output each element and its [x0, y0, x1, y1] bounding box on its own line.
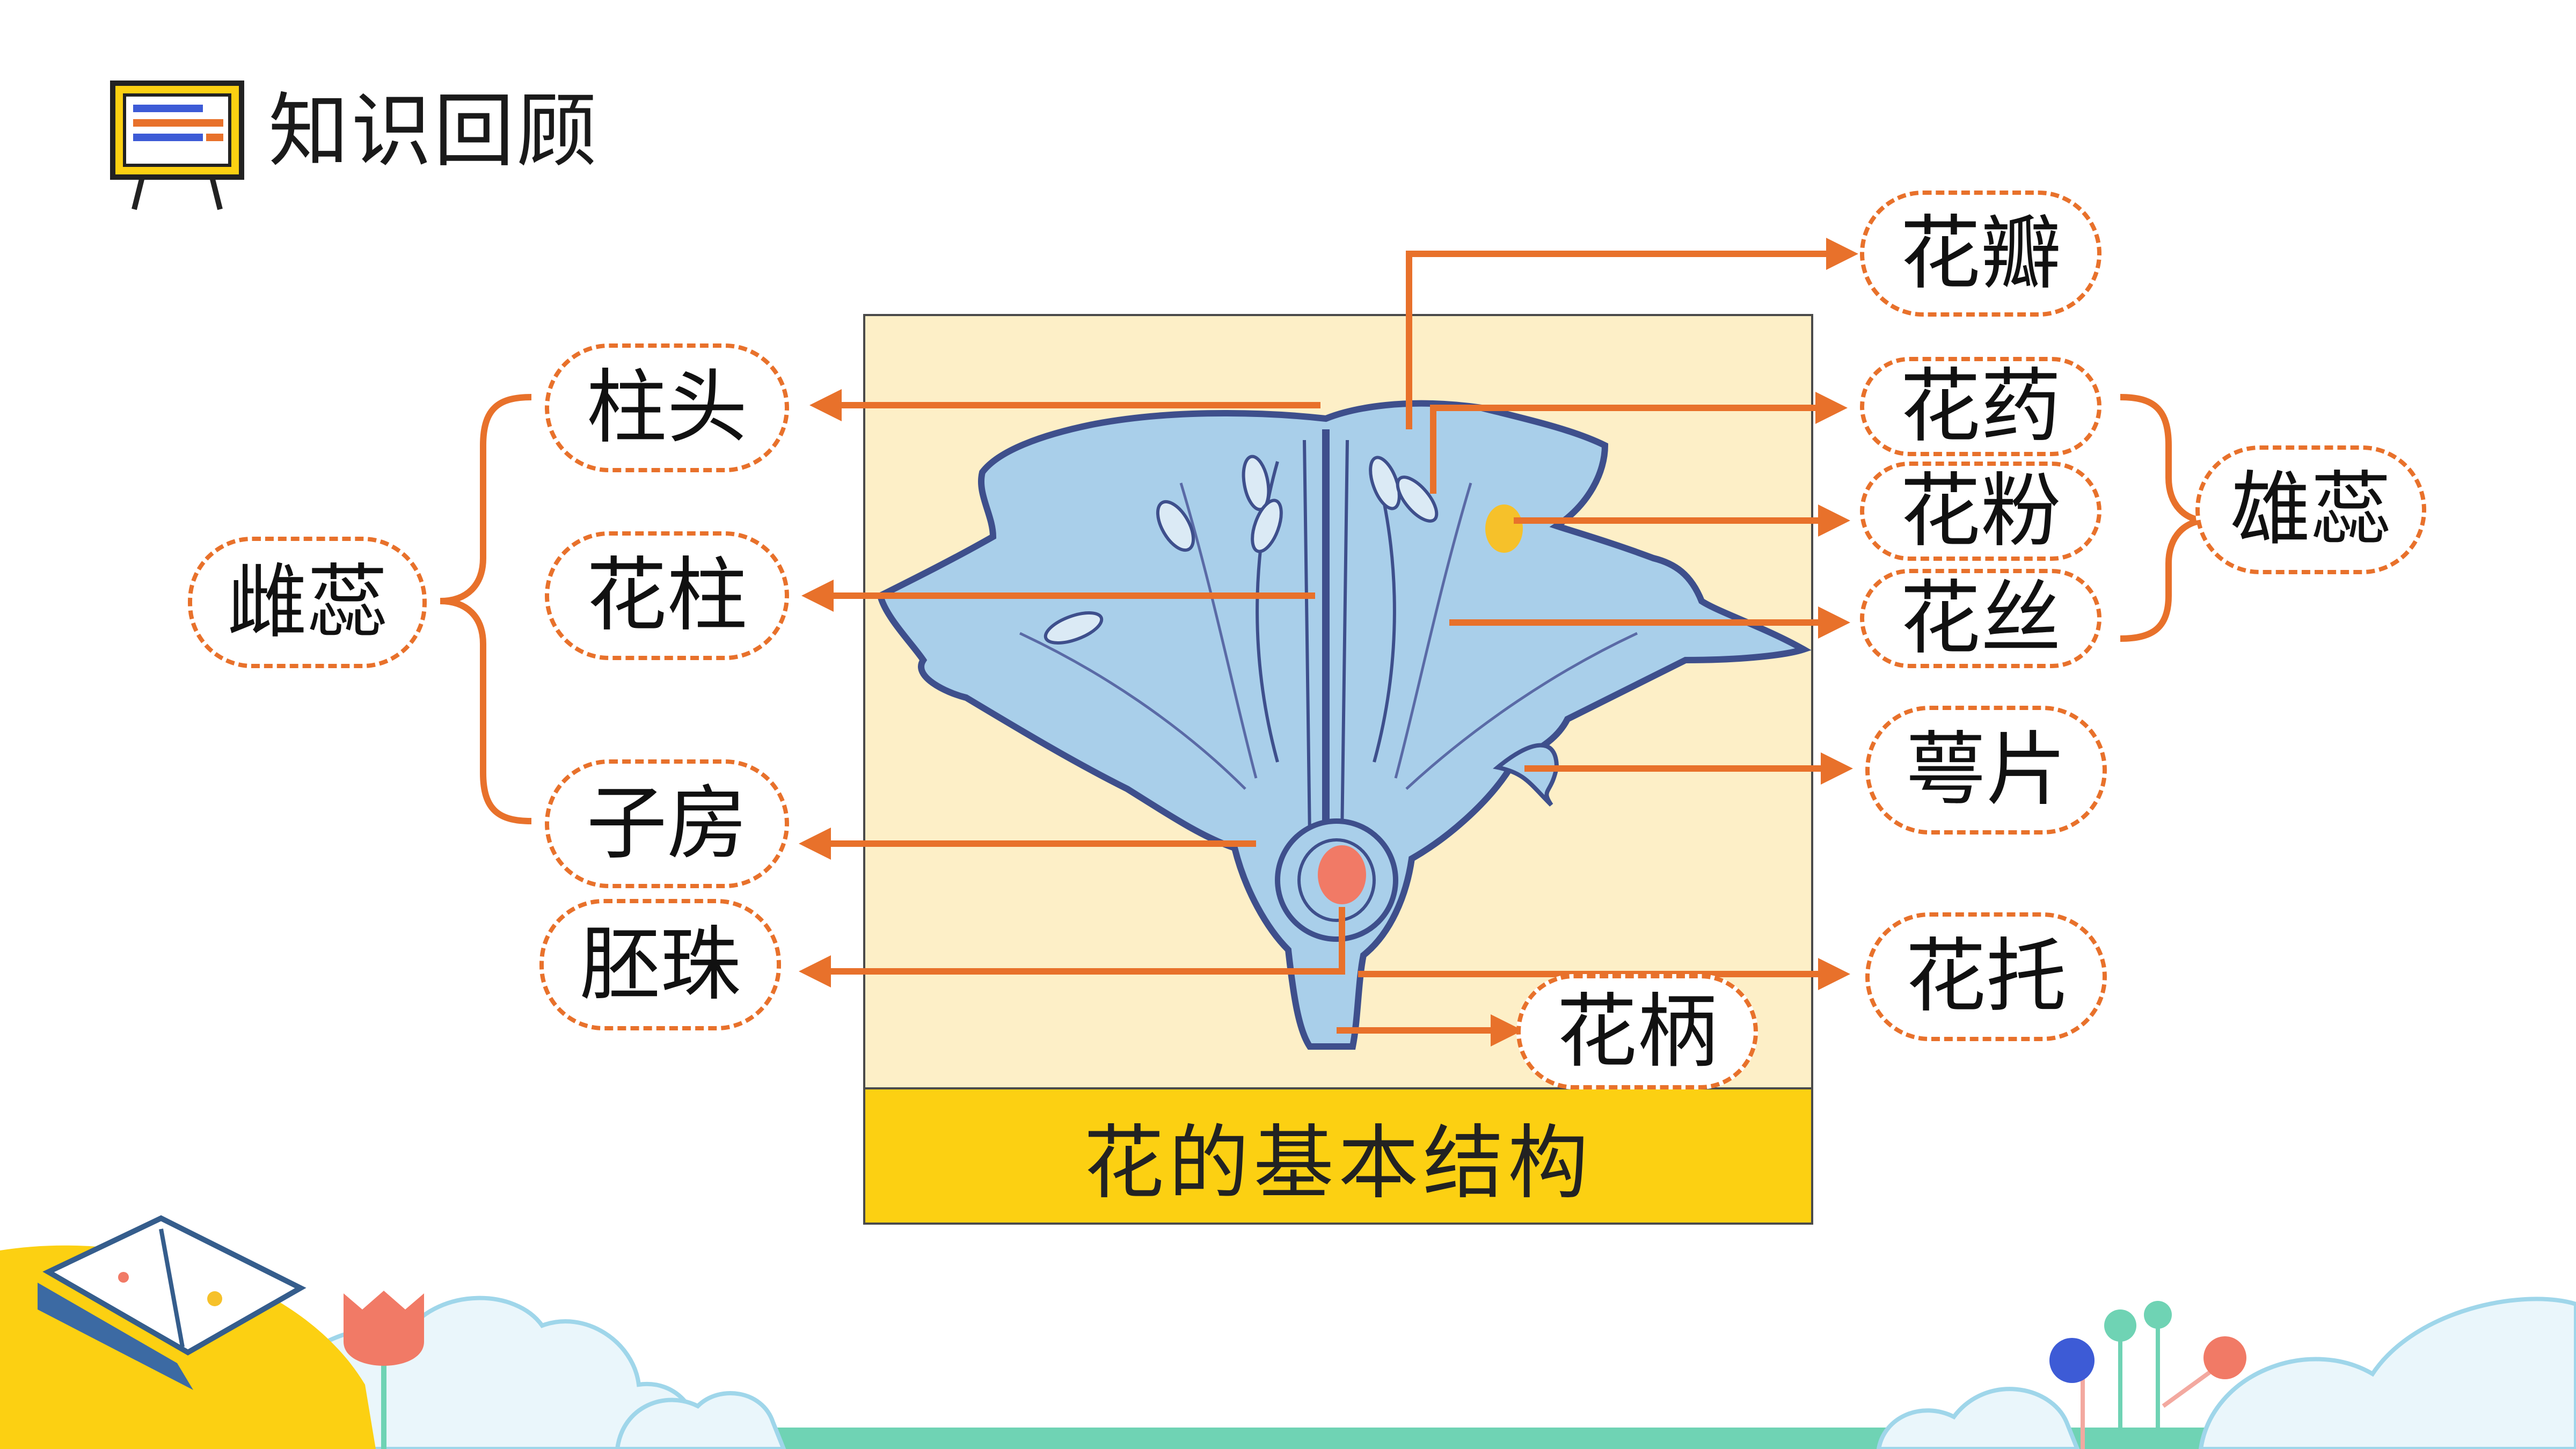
bracket-pistil [440, 394, 532, 824]
tulip-icon [344, 1291, 424, 1449]
label-sepal: 萼片 [1865, 706, 2107, 835]
book-icon [38, 1215, 307, 1390]
connector-anther [1430, 392, 1848, 494]
bracket-stamen [2120, 394, 2207, 642]
connector-ovule [799, 907, 1345, 987]
label-style: 花柱 [545, 531, 789, 660]
label-pistil: 雌蕊 [188, 537, 427, 668]
label-petal: 花瓣 [1860, 191, 2101, 317]
diagram-caption: 花的基本结构 [863, 1089, 1813, 1225]
page-title: 知识回顾 [268, 85, 600, 178]
label-ovule: 胚珠 [539, 899, 781, 1030]
cloud-right [1876, 1387, 2080, 1449]
connector-petal [1406, 238, 1858, 429]
balloon-tree-icon [2049, 1301, 2246, 1449]
ovule-dot [1318, 845, 1366, 904]
cloud-right-2 [2198, 1297, 2576, 1449]
label-stigma: 柱头 [545, 343, 789, 472]
pollen-dot [1485, 504, 1523, 553]
cloud-left-2 [615, 1391, 786, 1449]
label-pollen: 花粉 [1860, 462, 2101, 561]
label-pedicel: 花柄 [1516, 974, 1758, 1089]
label-filament: 花丝 [1860, 569, 2101, 668]
label-receptacle: 花托 [1865, 912, 2107, 1041]
label-anther: 花药 [1860, 357, 2101, 456]
label-stamen: 雄蕊 [2195, 445, 2426, 574]
label-ovary: 子房 [545, 759, 789, 888]
flower-illustration [877, 400, 1812, 1050]
